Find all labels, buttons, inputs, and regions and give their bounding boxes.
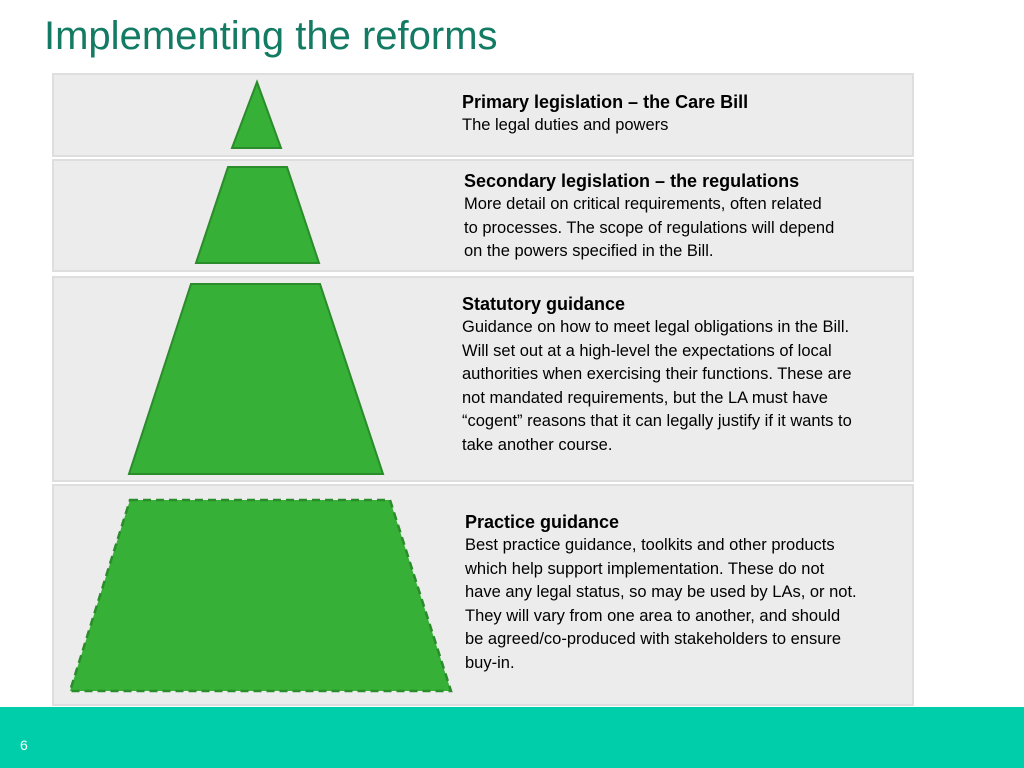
level-band-primary-legislation <box>52 73 914 157</box>
level-text-statutory-guidance: Statutory guidance Guidance on how to me… <box>462 292 912 457</box>
level-heading: Statutory guidance <box>462 294 626 314</box>
footer-bar: 6 <box>0 707 1024 768</box>
slide-title: Implementing the reforms <box>44 14 498 58</box>
level-text-primary-legislation: Primary legislation – the Care Bill The … <box>462 90 902 138</box>
page-number: 6 <box>20 737 28 753</box>
level-heading: Secondary legislation – the regulations <box>464 171 800 191</box>
level-description: Guidance on how to meet legal obligation… <box>462 318 852 454</box>
level-heading: Primary legislation – the Care Bill <box>462 92 749 112</box>
level-description: Best practice guidance, toolkits and oth… <box>465 536 857 672</box>
level-text-secondary-legislation: Secondary legislation – the regulations … <box>464 169 904 264</box>
level-heading: Practice guidance <box>465 512 620 532</box>
level-description: The legal duties and powers <box>462 116 669 134</box>
level-band-secondary-legislation <box>52 159 914 272</box>
level-text-practice-guidance: Practice guidance Best practice guidance… <box>465 510 905 675</box>
level-description: More detail on critical requirements, of… <box>464 195 835 260</box>
